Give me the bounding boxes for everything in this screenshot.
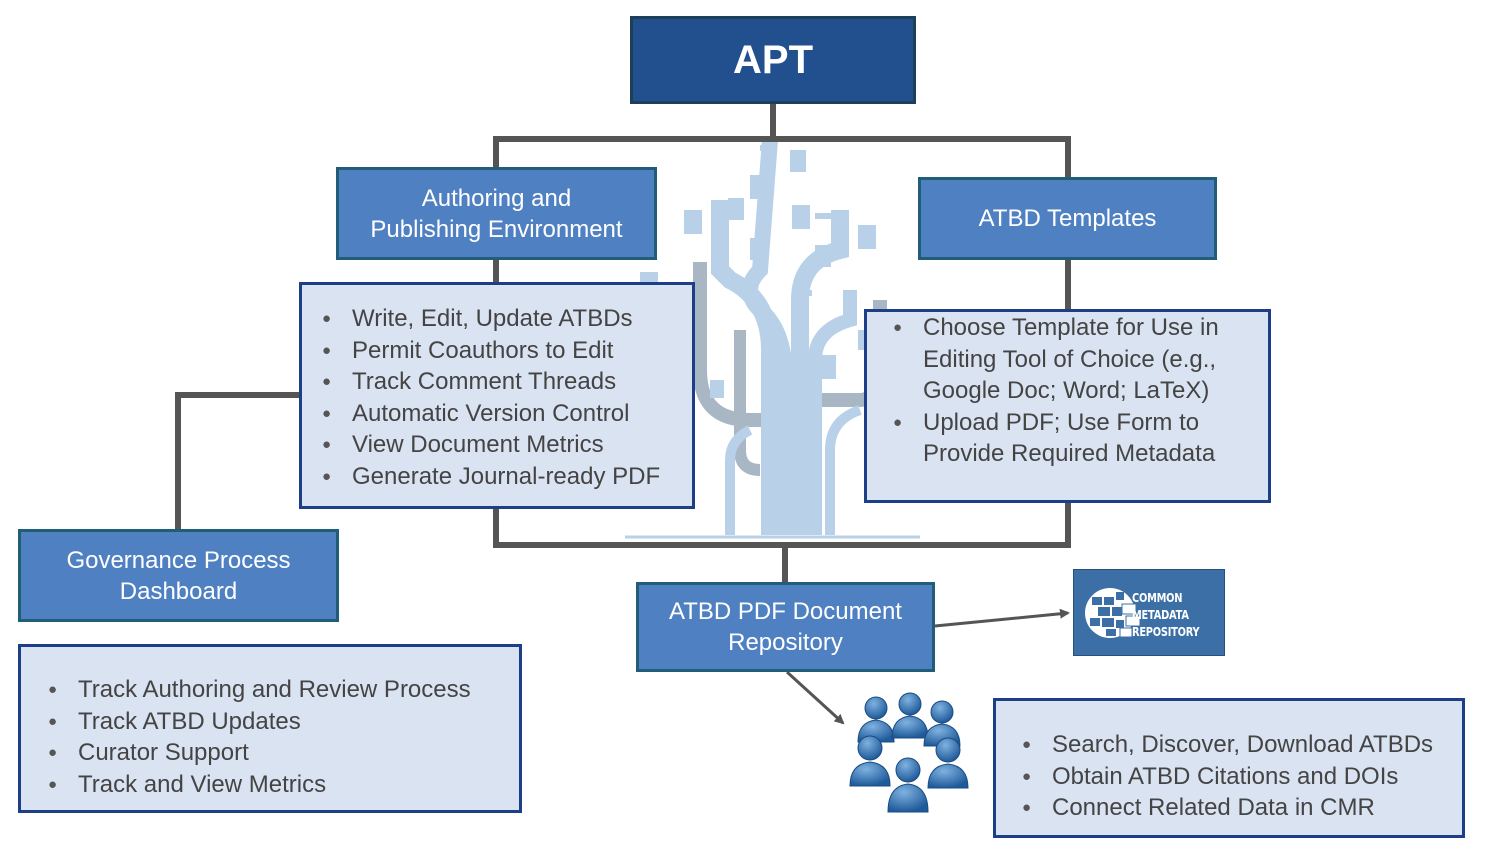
list-item: Search, Discover, Download ATBDs xyxy=(1020,729,1462,761)
templates-features-list: Choose Template for Use in Editing Tool … xyxy=(864,309,1271,503)
atbd-templates-box: ATBD Templates xyxy=(918,177,1217,260)
list-item: Track Authoring and Review Process xyxy=(46,674,519,706)
cmr-logo: COMMON METADATA REPOSITORY xyxy=(1073,569,1225,656)
list-item: Obtain ATBD Citations and DOIs xyxy=(1020,761,1462,793)
list-item: Curator Support xyxy=(46,737,519,769)
governance-label-line1: Governance Process xyxy=(66,546,291,574)
cmr-globe-icon xyxy=(1085,588,1141,638)
list-item: Track and View Metrics xyxy=(46,769,519,801)
list-item: Permit Coauthors to Edit xyxy=(320,335,692,367)
cmr-logo-text: COMMON METADATA REPOSITORY xyxy=(1132,591,1200,639)
list-item: Track ATBD Updates xyxy=(46,706,519,738)
authoring-label-line2: Publishing Environment xyxy=(370,215,623,243)
authoring-features-list: Write, Edit, Update ATBDs Permit Coautho… xyxy=(299,282,695,509)
pdf-repository-box: ATBD PDF Document Repository xyxy=(636,582,935,672)
list-item: Track Comment Threads xyxy=(320,366,692,398)
apt-title: APT xyxy=(733,37,813,82)
list-item: Upload PDF; Use Form to Provide Required… xyxy=(891,407,1268,470)
repository-label-line1: ATBD PDF Document xyxy=(669,598,902,625)
governance-dashboard-box: Governance Process Dashboard xyxy=(18,529,339,622)
apt-title-box: APT xyxy=(630,16,916,104)
governance-label-line2: Dashboard xyxy=(119,577,238,605)
governance-features-list: Track Authoring and Review Process Track… xyxy=(18,644,522,813)
list-item: Generate Journal-ready PDF xyxy=(320,461,692,493)
list-item: View Document Metrics xyxy=(320,429,692,461)
users-group-icon xyxy=(849,692,969,813)
list-item: Automatic Version Control xyxy=(320,398,692,430)
list-item: Connect Related Data in CMR xyxy=(1020,792,1462,824)
authoring-environment-box: Authoring and Publishing Environment xyxy=(336,167,657,260)
authoring-label-line1: Authoring and xyxy=(421,184,572,212)
user-features-list: Search, Discover, Download ATBDs Obtain … xyxy=(993,698,1465,838)
list-item: Write, Edit, Update ATBDs xyxy=(320,303,692,335)
list-item: Choose Template for Use in Editing Tool … xyxy=(891,312,1268,407)
atbd-templates-label: ATBD Templates xyxy=(978,205,1157,232)
repository-label-line2: Repository xyxy=(728,629,843,656)
